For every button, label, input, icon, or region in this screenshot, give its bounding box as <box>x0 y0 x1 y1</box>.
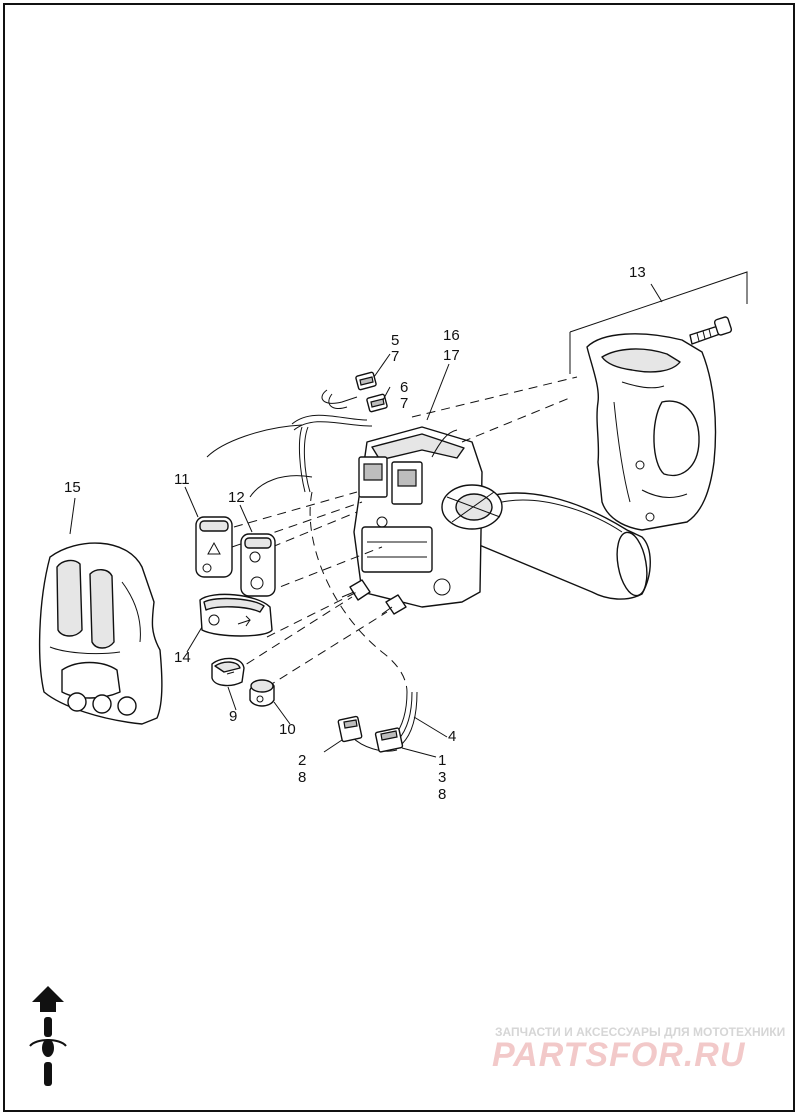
callout-9: 9 <box>229 708 237 725</box>
callout-14: 14 <box>174 649 191 666</box>
part-13-switch-housing-lower <box>586 333 717 531</box>
callout-8b: 8 <box>438 786 446 803</box>
callout-10: 10 <box>279 721 296 738</box>
part-12-button <box>240 533 276 597</box>
watermark-brand: PARTSFOR.RU <box>492 1036 746 1074</box>
callout-5: 5 <box>391 332 399 349</box>
callout-8a: 8 <box>298 769 306 786</box>
callout-12: 12 <box>228 489 245 506</box>
callout-1: 1 <box>438 752 446 769</box>
callout-11: 11 <box>174 471 190 488</box>
callout-13: 13 <box>629 264 646 281</box>
callout-15: 15 <box>64 479 81 496</box>
watermark-tagline: ЗАПЧАСТИ И АКСЕССУАРЫ ДЛЯ МОТОТЕХНИКИ <box>495 1025 785 1039</box>
part-11-hazard-button <box>195 516 233 578</box>
callout-7a: 7 <box>391 348 399 365</box>
part-9-small-switch-cap <box>211 657 245 687</box>
handlebar-grip <box>471 492 651 600</box>
part-13-screw <box>689 316 733 345</box>
part-15-switch-housing-upper <box>38 542 163 725</box>
callout-16: 16 <box>443 327 460 344</box>
part-14-turn-signal-rocker <box>199 593 273 637</box>
forward-arrow-motorcycle-icon <box>29 986 67 1086</box>
callout-4: 4 <box>448 728 456 745</box>
callout-3: 3 <box>438 769 446 786</box>
diagram-frame: 5 7 6 7 16 17 13 15 11 12 14 9 10 4 2 8 … <box>3 3 795 1112</box>
callout-17: 17 <box>443 347 460 364</box>
wiring-harness-lower <box>337 691 418 753</box>
part-10-round-knob-cap <box>249 679 275 707</box>
callout-7b: 7 <box>400 395 408 412</box>
part-16-17-switch-assembly <box>341 426 503 615</box>
exploded-parts-diagram: 5 7 6 7 16 17 13 15 11 12 14 9 10 4 2 8 … <box>29 264 785 1086</box>
callout-6: 6 <box>400 379 408 396</box>
wiring-harness-upper <box>291 371 388 493</box>
callout-2: 2 <box>298 752 306 769</box>
